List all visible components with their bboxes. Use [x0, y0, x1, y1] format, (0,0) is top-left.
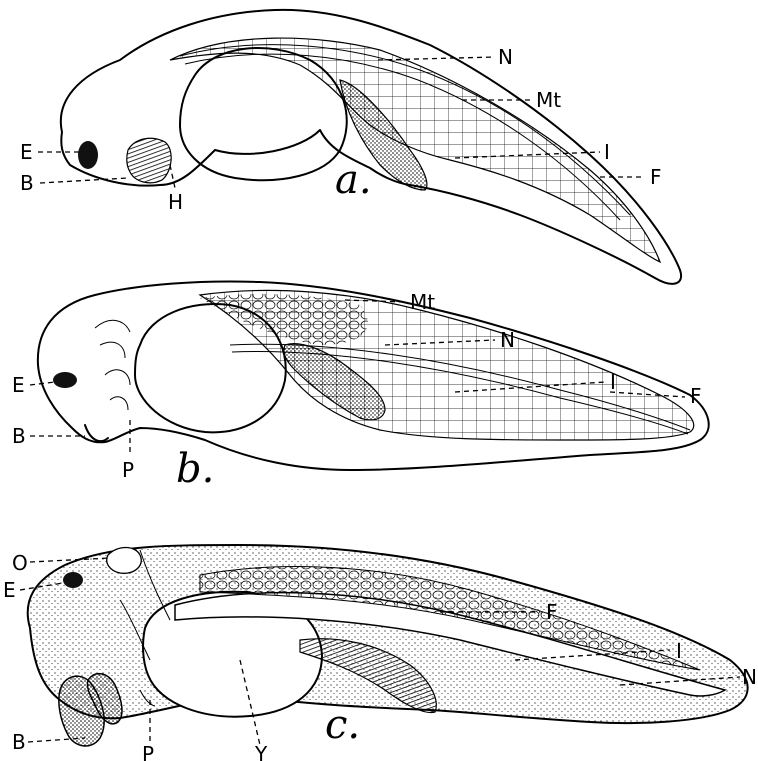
- embryo-b: b. Mt N I F E B P: [12, 282, 709, 492]
- label-a-F: F: [650, 165, 662, 189]
- label-c-B: B: [12, 730, 26, 754]
- embryo-c-otic: [107, 548, 142, 574]
- label-a-E: E: [20, 140, 33, 164]
- label-a-Mt: Mt: [536, 88, 561, 112]
- label-c-P: P: [142, 742, 154, 761]
- embryo-a: a. N Mt I F E B H: [20, 10, 681, 284]
- label-c-E: E: [3, 578, 16, 602]
- label-c-F: F: [546, 600, 558, 624]
- label-a-B: B: [20, 171, 34, 195]
- embryo-b-branchial: [95, 320, 130, 410]
- label-b-B: B: [12, 424, 26, 448]
- embryo-c-body-outline: [28, 545, 748, 723]
- embryo-c: c. O E F I N B P Y: [3, 545, 757, 761]
- embryo-b-eye: [53, 372, 77, 388]
- label-b-Mt: Mt: [410, 290, 435, 314]
- label-c-N: N: [742, 665, 757, 689]
- label-c-I: I: [676, 639, 682, 663]
- label-c-Y: Y: [254, 742, 268, 761]
- embryo-a-myotomes: [170, 38, 660, 262]
- label-b-E: E: [12, 373, 25, 397]
- embryo-a-eye: [78, 141, 98, 169]
- panel-b-caption: b.: [176, 446, 214, 492]
- label-a-N: N: [498, 45, 513, 69]
- label-a-H: H: [168, 190, 183, 214]
- panel-c-caption: c.: [325, 702, 360, 748]
- label-b-F: F: [690, 384, 702, 408]
- embryo-c-eye: [63, 572, 83, 588]
- label-b-I: I: [610, 370, 616, 394]
- label-b-P: P: [122, 458, 134, 482]
- label-b-N: N: [500, 328, 515, 352]
- panel-a-caption: a.: [335, 157, 372, 203]
- embryo-a-branchial: [127, 138, 171, 183]
- label-c-O: O: [12, 551, 28, 575]
- label-a-I: I: [604, 140, 610, 164]
